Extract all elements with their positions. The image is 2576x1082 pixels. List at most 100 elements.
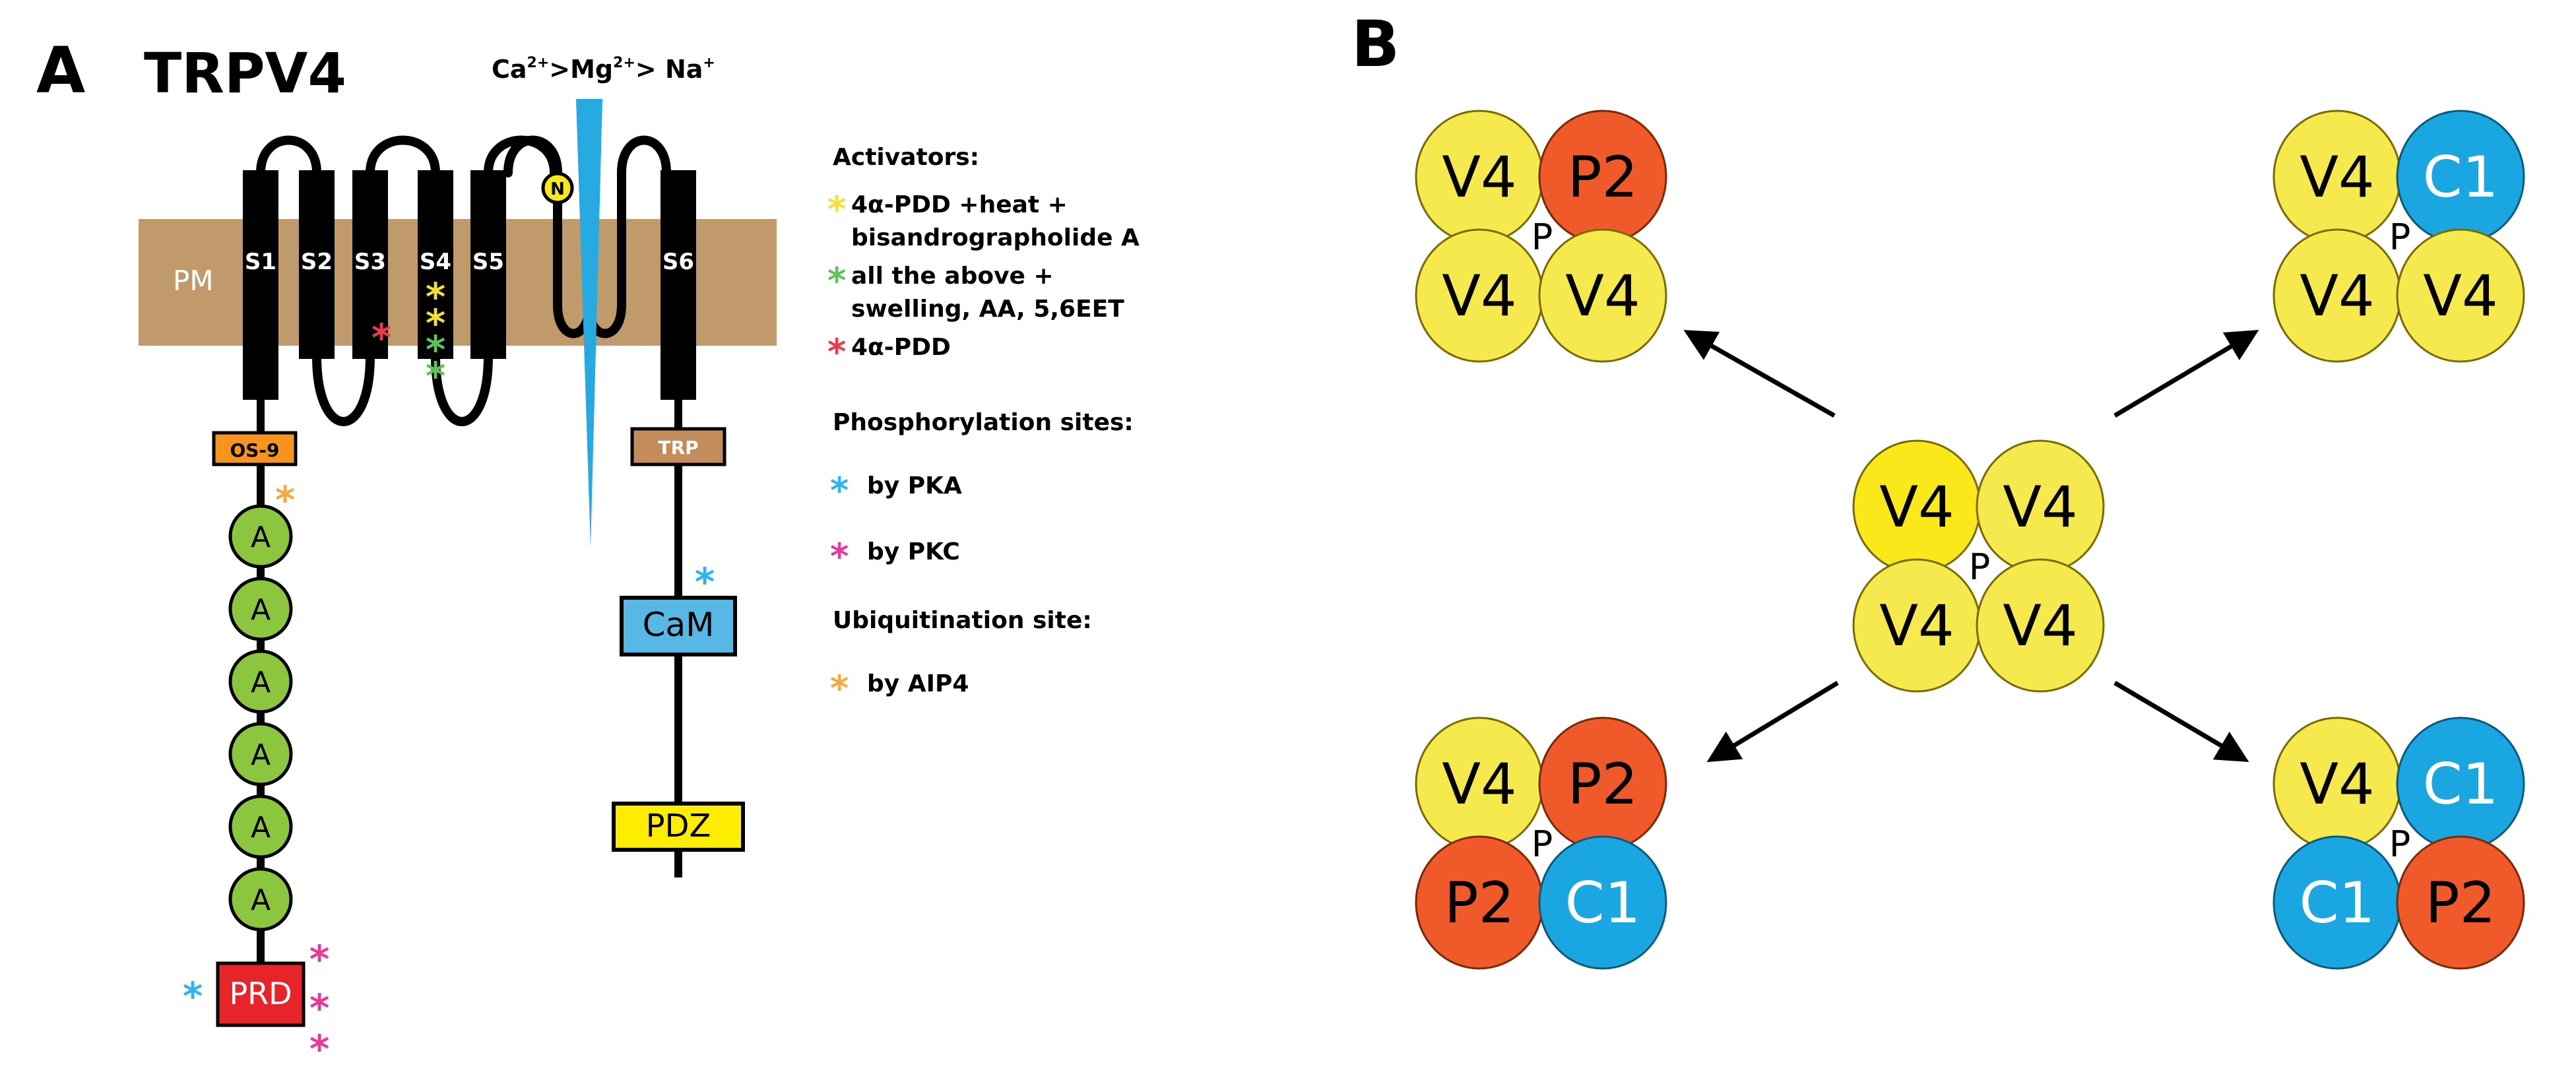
panel-a-letter: A bbox=[36, 34, 85, 108]
subunit-p2 bbox=[2396, 835, 2525, 970]
segment-label-s5: S5 bbox=[472, 249, 504, 275]
subunit-v4 bbox=[2396, 228, 2525, 363]
subunit-label: V4 bbox=[2300, 144, 2375, 210]
activator-marker-red: * bbox=[371, 315, 391, 360]
subunit-label: C1 bbox=[2300, 870, 2375, 936]
tetramer-top-left: V4 P2 V4 V4 P bbox=[1415, 110, 1667, 363]
prd-pkc-marker-1: * bbox=[309, 937, 329, 982]
pdz-domain bbox=[612, 802, 745, 852]
subunit-label: P2 bbox=[1568, 144, 1638, 210]
panel-a: A TRPV4 Ca2+>Mg2+> Na+ PM S1 S2 S3 S4 S5 bbox=[36, 34, 1140, 1071]
os9-label: OS-9 bbox=[230, 439, 279, 461]
arrow-to-bottom-left bbox=[1706, 681, 1839, 763]
legend-marker-green: * bbox=[827, 260, 846, 302]
activator-marker-yellow-2: * bbox=[426, 301, 445, 346]
legend-marker-aip4: * bbox=[830, 668, 849, 709]
panel-a-title: TRPV4 bbox=[144, 41, 346, 106]
ankyrin-label: A bbox=[251, 666, 271, 699]
activator-markers: * * * * * bbox=[371, 274, 445, 398]
segment-s6 bbox=[660, 170, 696, 400]
segment-label-s2: S2 bbox=[301, 249, 333, 275]
legend-phospho-pka: by PKA bbox=[867, 472, 962, 499]
arrow-to-bottom-right bbox=[2113, 680, 2249, 762]
os9-domain bbox=[212, 431, 298, 466]
prd-pkc-marker-2: * bbox=[309, 986, 329, 1031]
panel-b: B V4 V4 V4 V4 P V4 P2 V4 V4 P bbox=[1351, 7, 2525, 970]
legend-activator-1-line-2: bisandrographolide A bbox=[851, 224, 1140, 251]
legend-marker-red: * bbox=[827, 331, 846, 373]
subunit-label: P2 bbox=[1568, 751, 1638, 817]
ubiq-heading: Ubiquitination site: bbox=[833, 607, 1092, 634]
ankyrin-repeat bbox=[228, 649, 293, 714]
subunit-label: V4 bbox=[2003, 474, 2078, 540]
arrow-to-top-left bbox=[1683, 330, 1836, 418]
subunit-label: V4 bbox=[1879, 593, 1954, 659]
n-site-marker bbox=[541, 172, 574, 205]
membrane-label: PM bbox=[173, 265, 214, 297]
channel-backbone bbox=[256, 135, 671, 426]
legend-ubiq-aip4: by AIP4 bbox=[867, 670, 969, 697]
ankyrin-label: A bbox=[251, 883, 271, 917]
ion-pore-wedge bbox=[576, 99, 602, 548]
ankyrin-repeat bbox=[228, 867, 293, 932]
pore-p-label: P bbox=[1969, 546, 1991, 588]
ankyrin-label: A bbox=[251, 521, 271, 554]
subunit-v4 bbox=[1538, 228, 1667, 363]
legend-marker-pkc: * bbox=[830, 536, 849, 577]
ankyrin-label: A bbox=[251, 811, 271, 844]
legend-marker-pka: * bbox=[830, 470, 849, 511]
tetramer-bottom-right: V4 C1 C1 P2 P bbox=[2272, 716, 2525, 970]
segment-label-s1: S1 bbox=[245, 249, 276, 275]
arrow-to-top-right bbox=[2113, 329, 2259, 418]
legend: Activators: * 4α-PDD +heat + bisandrogra… bbox=[827, 144, 1140, 709]
subunit-label: V4 bbox=[2423, 263, 2498, 329]
activator-marker-green-2: * bbox=[426, 354, 445, 398]
subunit-label: C1 bbox=[1565, 870, 1641, 936]
ankyrin-repeat bbox=[228, 577, 293, 641]
legend-activator-1-line-1: 4α-PDD +heat + bbox=[851, 191, 1068, 218]
prd-label: PRD bbox=[229, 976, 292, 1011]
ion-selectivity: Ca2+>Mg2+> Na+ bbox=[492, 55, 715, 84]
segment-s1 bbox=[243, 170, 278, 400]
n-site-label: N bbox=[550, 179, 565, 199]
prd-domain bbox=[216, 961, 306, 1027]
subunit-label: C1 bbox=[2423, 751, 2499, 817]
segment-label-s3: S3 bbox=[354, 249, 386, 275]
prd-pkc-marker-3: * bbox=[309, 1027, 329, 1071]
subunit-label: V4 bbox=[1442, 751, 1517, 817]
legend-marker-yellow: * bbox=[827, 189, 846, 230]
legend-activator-2-line-2: swelling, AA, 5,6EET bbox=[851, 296, 1124, 323]
segment-s2 bbox=[299, 170, 335, 359]
subunit-v4 bbox=[1976, 558, 2105, 693]
cam-label: CaM bbox=[643, 606, 715, 644]
transmembrane-segments: S1 S2 S3 S4 S5 S6 bbox=[243, 170, 696, 400]
activator-marker-yellow-1: * bbox=[426, 274, 445, 319]
activators-heading: Activators: bbox=[833, 144, 979, 171]
prd-pka-marker: * bbox=[183, 974, 203, 1019]
pore-p-label: P bbox=[2389, 216, 2411, 258]
subunit-label: P2 bbox=[1444, 870, 1515, 936]
legend-activator-2-line-1: all the above + bbox=[851, 263, 1054, 290]
legend-phospho-pkc: by PKC bbox=[867, 538, 960, 565]
pore-p-label: P bbox=[2389, 823, 2411, 865]
subunit-label: V4 bbox=[1442, 144, 1517, 210]
cam-domain bbox=[620, 596, 737, 656]
ankyrin-label: A bbox=[251, 593, 271, 627]
pore-p-label: P bbox=[1531, 216, 1553, 258]
segment-s4 bbox=[418, 170, 453, 359]
trp-domain bbox=[630, 427, 726, 466]
trp-label: TRP bbox=[658, 437, 698, 459]
subunit-label: V4 bbox=[1442, 263, 1517, 329]
subunit-label: V4 bbox=[2300, 751, 2375, 817]
ankyrin-repeat bbox=[228, 722, 293, 786]
ankyrin-repeat bbox=[228, 794, 293, 859]
tetramer-center: V4 V4 V4 V4 P bbox=[1852, 439, 2105, 693]
segment-label-s4: S4 bbox=[420, 249, 451, 275]
subunit-label: C1 bbox=[2423, 144, 2499, 210]
segment-s5 bbox=[470, 170, 506, 359]
tetramer-bottom-left: V4 P2 P2 C1 P bbox=[1415, 716, 1667, 970]
subunit-label: V4 bbox=[1565, 263, 1640, 329]
segment-s3 bbox=[352, 170, 388, 359]
pore-p-label: P bbox=[1531, 823, 1553, 865]
